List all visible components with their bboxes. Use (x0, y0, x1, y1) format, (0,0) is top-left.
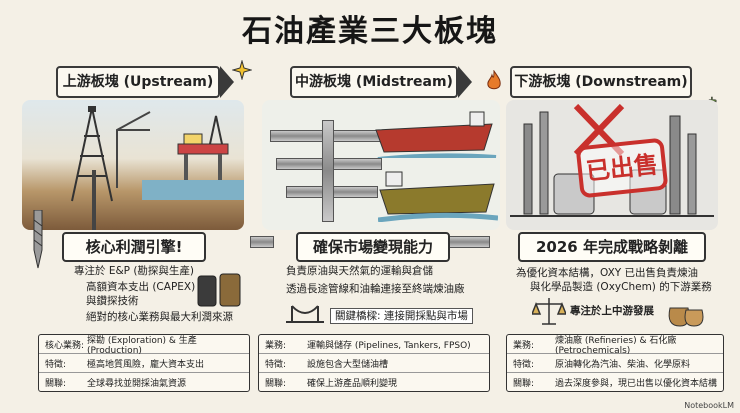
upstream-banner: 核心利潤引擎! (62, 232, 206, 262)
downstream-header: 下游板塊 (Downstream) (510, 66, 692, 98)
table-key: 關聯: (513, 378, 535, 389)
table-key: 關聯: (265, 378, 287, 389)
upstream-bullet-2: 高額資本支出 (CAPEX) (86, 281, 196, 293)
pipeline-icon (250, 236, 274, 248)
bridge-icon (286, 305, 324, 323)
upstream-scene (22, 100, 244, 230)
table-value: 極高地質風險，龐大資本支出 (87, 359, 205, 370)
crane-icon (116, 111, 151, 188)
table-value: 全球尋找並開採油氣資源 (87, 378, 187, 389)
table-row: 特徵: 設施包含大型儲油槽 (259, 354, 489, 373)
downstream-banner: 2026 年完成戰略剝離 (518, 232, 706, 262)
table-value: 運輸與儲存 (Pipelines, Tankers, FPSO) (307, 340, 471, 351)
sparkle-icon (232, 60, 252, 80)
midstream-info-table: 業務: 運輸與儲存 (Pipelines, Tankers, FPSO) 特徵:… (258, 334, 490, 392)
fire-icon (487, 70, 501, 90)
table-value: 設施包含大型儲油槽 (307, 359, 389, 370)
offshore-platform-icon (177, 115, 229, 182)
table-row: 特徵: 極高地質風險，龐大資本支出 (39, 354, 249, 373)
downstream-scene (506, 100, 718, 230)
oil-barrel-icon (197, 273, 241, 307)
midstream-scene (262, 100, 500, 230)
table-key: 特徵: (513, 359, 535, 370)
upstream-header: 上游板塊 (Upstream) (56, 66, 234, 98)
downstream-bullet-3: 專注於上中游發展 (570, 305, 654, 317)
table-row: 特徵: 原油轉化為汽油、柴油、化學原料 (507, 354, 723, 373)
downstream-bullet-1: 為優化資本結構，OXY 已出售負責煉油 (516, 267, 699, 279)
pipeline-icon (448, 236, 490, 248)
scale-icon (532, 298, 566, 325)
table-key: 特徵: (45, 359, 67, 370)
money-bag-icon (668, 307, 704, 327)
table-value: 過去深度參與，現已出售以優化資本結構 (555, 378, 718, 389)
midstream-bullet-3: 關鍵橋樑: 連接開採點與市場 (330, 308, 473, 324)
table-row: 核心業務: 探勘 (Exploration) & 生產 (Production) (39, 335, 249, 356)
upstream-info-table: 核心業務: 探勘 (Exploration) & 生產 (Production)… (38, 334, 250, 392)
midstream-bullet-1: 負責原油與天然氣的運輸與倉儲 (286, 265, 433, 277)
tanker-ship-icon (375, 111, 497, 158)
downstream-bullet-2: 與化學品製造 (OxyChem) 的下游業務 (530, 281, 712, 293)
sold-stamp: 已出售 (575, 137, 669, 199)
watermark: NotebookLM (684, 401, 734, 410)
drill-bit-icon (33, 210, 43, 269)
midstream-bullet-2: 透過長途管線和油輪連接至終端煉油廠 (286, 283, 465, 295)
table-value: 探勘 (Exploration) & 生產 (Production) (87, 335, 197, 356)
table-row: 關聯: 過去深度參與，現已出售以優化資本結構 (507, 373, 723, 391)
downstream-info-table: 業務: 煉油廠 (Refineries) & 石化廠 (Petrochemica… (506, 334, 724, 392)
table-value: 原油轉化為汽油、柴油、化學原料 (555, 359, 691, 370)
page-title: 石油產業三大板塊 (242, 14, 498, 49)
pipeline-icon (322, 120, 334, 222)
table-row: 關聯: 全球尋找並開採油氣資源 (39, 373, 249, 391)
table-row: 關聯: 確保上游產品順利變現 (259, 373, 489, 391)
midstream-header: 中游板塊 (Midstream) (290, 66, 472, 98)
table-row: 業務: 運輸與儲存 (Pipelines, Tankers, FPSO) (259, 335, 489, 354)
table-row: 業務: 煉油廠 (Refineries) & 石化廠 (Petrochemica… (507, 335, 723, 356)
table-value: 確保上游產品順利變現 (307, 378, 398, 389)
table-key: 關聯: (45, 378, 67, 389)
upstream-bullet-1: 專注於 E&P (勘探與生產) (74, 265, 195, 277)
upstream-bullet-3: 與鑽探技術 (86, 295, 139, 307)
table-key: 業務: (513, 340, 535, 351)
table-key: 業務: (265, 340, 287, 351)
midstream-banner: 確保市場變現能力 (296, 232, 450, 262)
tanker-ship-icon (378, 171, 498, 222)
upstream-bullet-4: 絕對的核心業務與最大利潤來源 (86, 311, 233, 323)
table-key: 特徵: (265, 359, 287, 370)
table-key: 核心業務: (45, 340, 85, 351)
table-value: 煉油廠 (Refineries) & 石化廠 (Petrochemicals) (555, 335, 677, 356)
